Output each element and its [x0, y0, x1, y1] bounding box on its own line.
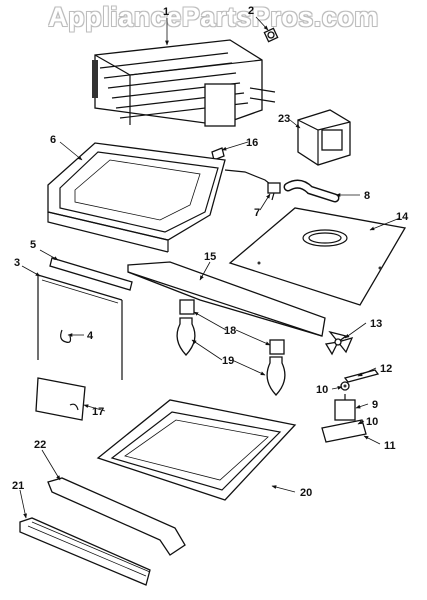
callout-21: 21 — [12, 480, 24, 492]
drip-tray-part[interactable] — [47, 142, 276, 253]
wire-connector-part[interactable] — [267, 182, 281, 201]
callout-8: 8 — [364, 190, 370, 202]
lamp-socket-part[interactable] — [179, 299, 285, 355]
cover-plate-small-part[interactable] — [35, 377, 86, 421]
callout-6: 6 — [50, 134, 56, 146]
heater-assembly-part[interactable] — [92, 39, 276, 127]
frame-part[interactable] — [37, 274, 123, 380]
nut-part[interactable] — [340, 381, 350, 391]
callout-20: 20 — [300, 487, 312, 499]
cover-plate-part[interactable] — [228, 207, 407, 306]
connector-part[interactable] — [263, 27, 279, 43]
callout-19: 19 — [222, 355, 234, 367]
callout-14: 14 — [396, 211, 409, 223]
grille-part[interactable] — [19, 517, 151, 586]
callout-22: 22 — [34, 439, 46, 451]
fan-motor-part[interactable] — [321, 394, 367, 443]
callout-16: 16 — [246, 137, 258, 149]
leader-lines — [19, 16, 401, 519]
mounting-bracket-part[interactable] — [343, 369, 380, 383]
callout-10b: 10 — [366, 416, 378, 428]
callout-4: 4 — [87, 330, 94, 342]
callout-23: 23 — [278, 113, 290, 125]
callout-18: 18 — [224, 325, 236, 337]
duct-box-part[interactable] — [297, 109, 351, 166]
callout-2: 2 — [248, 5, 254, 17]
bracket-panel-part[interactable] — [127, 261, 326, 337]
hook-clip-part[interactable] — [60, 329, 72, 343]
callout-3: 3 — [14, 257, 20, 269]
callout-15: 15 — [204, 251, 216, 263]
callout-12: 12 — [380, 363, 392, 375]
watermark-logo: AppliancePartsPros.com — [48, 2, 379, 32]
callout-7: 7 — [254, 207, 260, 219]
callout-17: 17 — [92, 406, 104, 418]
fan-blade-part[interactable] — [324, 330, 354, 356]
light-bulb-part[interactable] — [176, 317, 286, 396]
callout-11: 11 — [384, 440, 396, 452]
callout-labels: 1 2 3 4 5 6 7 8 9 10 10 11 12 13 14 15 1… — [12, 5, 409, 499]
hose-part[interactable] — [283, 179, 340, 203]
callout-10a: 10 — [316, 384, 328, 396]
callout-9: 9 — [372, 399, 378, 411]
clip-part[interactable] — [211, 147, 225, 161]
callout-1: 1 — [163, 6, 169, 18]
glass-tray-part[interactable] — [96, 399, 297, 501]
handle-part[interactable] — [47, 477, 186, 556]
callout-5: 5 — [30, 239, 36, 251]
callout-13: 13 — [370, 318, 382, 330]
trim-strip-part[interactable] — [49, 257, 133, 291]
